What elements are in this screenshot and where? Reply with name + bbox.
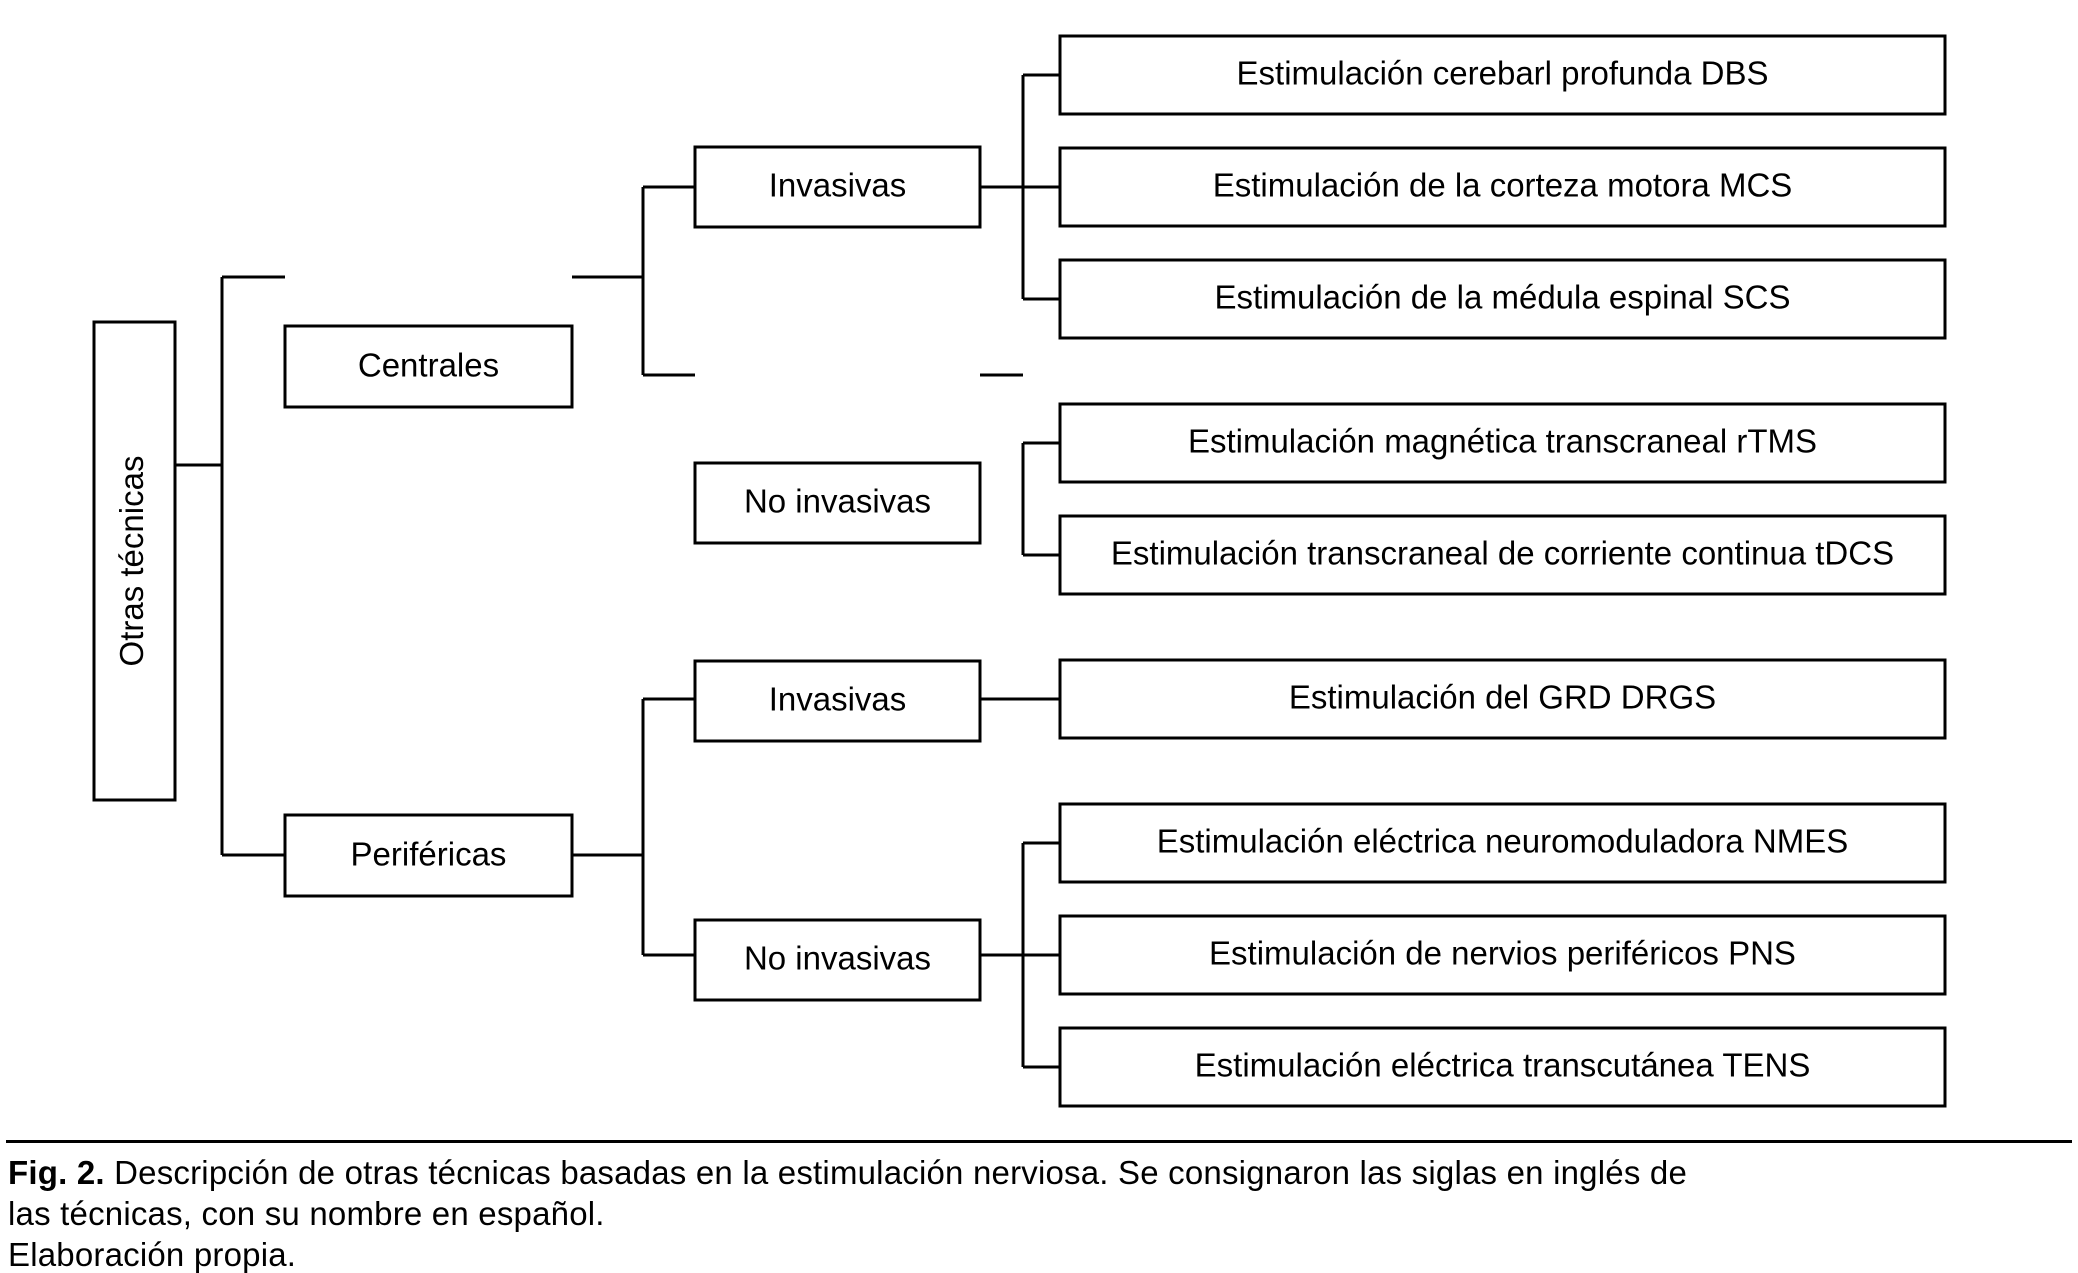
node-perifericas[interactable]: Periféricas — [283, 813, 574, 898]
leaf-scs[interactable]: Estimulación de la médula espinal SCS — [1058, 258, 1947, 340]
leaf-mcs-box[interactable] — [1058, 146, 1947, 228]
leaf-dbs[interactable]: Estimulación cerebarl profunda DBS — [1058, 34, 1947, 116]
node-perifericas-no-invasivas-label: No invasivas — [744, 940, 931, 977]
leaf-dbs-label: Estimulación cerebarl profunda DBS — [1237, 55, 1769, 92]
leaf-nmes-box[interactable] — [1058, 802, 1947, 884]
leaf-rtms-box[interactable] — [1058, 402, 1947, 484]
leaf-nmes-label: Estimulación eléctrica neuromoduladora N… — [1157, 823, 1849, 860]
leaf-drgs[interactable]: Estimulación del GRD DRGS — [1058, 658, 1947, 740]
node-perifericas-no-invasivas-box[interactable] — [693, 918, 982, 1002]
caption-line-2: las técnicas, con su nombre en español. — [8, 1195, 605, 1232]
leaf-drgs-label: Estimulación del GRD DRGS — [1289, 679, 1716, 716]
caption-text-1: Descripción de otras técnicas basadas en… — [114, 1154, 1687, 1191]
node-centrales-invasivas-box[interactable] — [693, 145, 982, 229]
caption-divider — [6, 1140, 2072, 1143]
node-perifericas-invasivas-box[interactable] — [693, 659, 982, 743]
caption-figure-number: Fig. 2. — [8, 1154, 105, 1191]
node-perifericas-invasivas-label: Invasivas — [769, 681, 907, 718]
leaf-drgs-box[interactable] — [1058, 658, 1947, 740]
node-root-label: Otras técnicas — [113, 456, 150, 667]
node-centrales[interactable]: Centrales — [283, 324, 574, 409]
node-root[interactable]: Otras técnicas — [92, 320, 177, 802]
leaf-scs-label: Estimulación de la médula espinal SCS — [1215, 279, 1791, 316]
node-centrales-no-invasivas-label: No invasivas — [744, 483, 931, 520]
leaf-pns-label: Estimulación de nervios periféricos PNS — [1209, 935, 1796, 972]
node-perifericas-box[interactable] — [283, 813, 574, 898]
node-perifericas-invasivas[interactable]: Invasivas — [693, 659, 982, 743]
leaf-mcs-label: Estimulación de la corteza motora MCS — [1213, 167, 1793, 204]
node-perifericas-label: Periféricas — [351, 836, 507, 873]
leaf-tens-label: Estimulación eléctrica transcutánea TENS — [1195, 1047, 1811, 1084]
caption-line-1: Fig. 2. Descripción de otras técnicas ba… — [8, 1152, 2070, 1193]
leaf-tens-box[interactable] — [1058, 1026, 1947, 1108]
node-centrales-no-invasivas[interactable]: No invasivas — [693, 461, 982, 545]
node-centrales-invasivas-label: Invasivas — [769, 167, 907, 204]
tree-diagram: Otras técnicas Centrales Periféricas Inv… — [92, 34, 1947, 1108]
node-centrales-invasivas[interactable]: Invasivas — [693, 145, 982, 229]
leaf-scs-box[interactable] — [1058, 258, 1947, 340]
node-perifericas-no-invasivas[interactable]: No invasivas — [693, 918, 982, 1002]
leaf-nmes[interactable]: Estimulación eléctrica neuromoduladora N… — [1058, 802, 1947, 884]
leaf-tdcs[interactable]: Estimulación transcraneal de corriente c… — [1058, 514, 1947, 596]
leaf-rtms-label: Estimulación magnética transcraneal rTMS — [1188, 423, 1817, 460]
leaf-tdcs-box[interactable] — [1058, 514, 1947, 596]
leaf-pns[interactable]: Estimulación de nervios periféricos PNS — [1058, 914, 1947, 996]
leaf-mcs[interactable]: Estimulación de la corteza motora MCS — [1058, 146, 1947, 228]
leaf-tdcs-label: Estimulación transcraneal de corriente c… — [1111, 535, 1894, 572]
figure-caption: Fig. 2. Descripción de otras técnicas ba… — [8, 1152, 2070, 1273]
leaf-pns-box[interactable] — [1058, 914, 1947, 996]
node-centrales-box[interactable] — [283, 324, 574, 409]
node-centrales-no-invasivas-box[interactable] — [693, 461, 982, 545]
leaf-rtms[interactable]: Estimulación magnética transcraneal rTMS — [1058, 402, 1947, 484]
leaf-dbs-box[interactable] — [1058, 34, 1947, 116]
caption-line-3: Elaboración propia. — [8, 1236, 297, 1273]
node-centrales-label: Centrales — [358, 347, 499, 384]
leaf-tens[interactable]: Estimulación eléctrica transcutánea TENS — [1058, 1026, 1947, 1108]
node-root-box[interactable] — [92, 320, 177, 802]
